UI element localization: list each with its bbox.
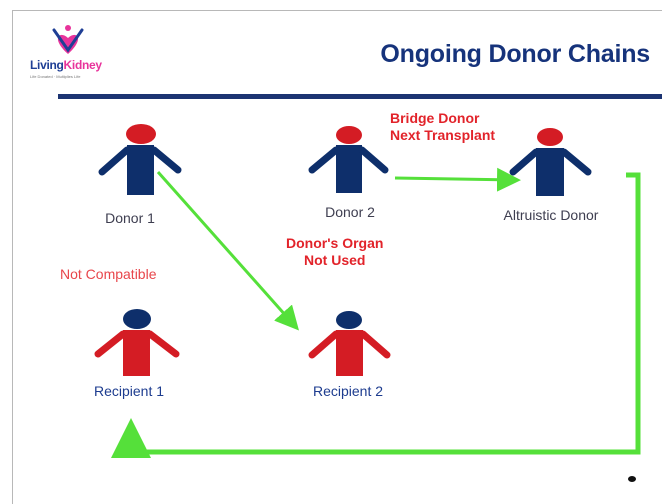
donor-1-figure <box>98 124 182 195</box>
note-not-compatible: Not Compatible <box>60 266 157 282</box>
label-recipient-1: Recipient 1 <box>93 383 165 399</box>
page-title: Ongoing Donor Chains <box>380 40 650 68</box>
recipient-2-figure <box>308 311 391 376</box>
living-kidney-logo <box>20 20 130 90</box>
slide-border-top <box>12 10 662 11</box>
logo-heart-icon <box>52 25 84 54</box>
label-donor-1: Donor 1 <box>105 210 155 226</box>
altruistic-donor-figure <box>509 128 592 196</box>
arrow-donor1-to-recipient2 <box>156 171 299 331</box>
slide-bullet-icon <box>628 476 636 482</box>
note-organ-line-1: Donor's Organ <box>286 235 384 251</box>
label-altruistic-donor: Altruistic Donor <box>503 207 599 223</box>
slide-border-left <box>12 10 13 504</box>
arrow-altruistic-to-recipient1 <box>111 172 641 458</box>
note-organ-not-used: Donor's Organ Not Used <box>286 235 383 269</box>
note-bridge-line-1: Bridge Donor <box>390 110 480 126</box>
recipient-1-figure <box>94 309 180 376</box>
note-bridge-line-2: Next Transplant <box>390 127 496 143</box>
logo-wordmark: LivingKidney <box>30 58 102 72</box>
title-underline <box>58 94 662 99</box>
logo-tagline: Life Donated · Multiplies Life <box>30 74 81 79</box>
note-bridge-donor: Bridge Donor Next Transplant <box>390 110 495 144</box>
note-organ-line-2: Not Used <box>304 252 366 268</box>
donor-2-figure <box>308 126 389 193</box>
arrow-donor2-to-altruistic <box>394 167 521 192</box>
label-donor-2: Donor 2 <box>325 204 375 220</box>
label-recipient-2: Recipient 2 <box>312 383 384 399</box>
